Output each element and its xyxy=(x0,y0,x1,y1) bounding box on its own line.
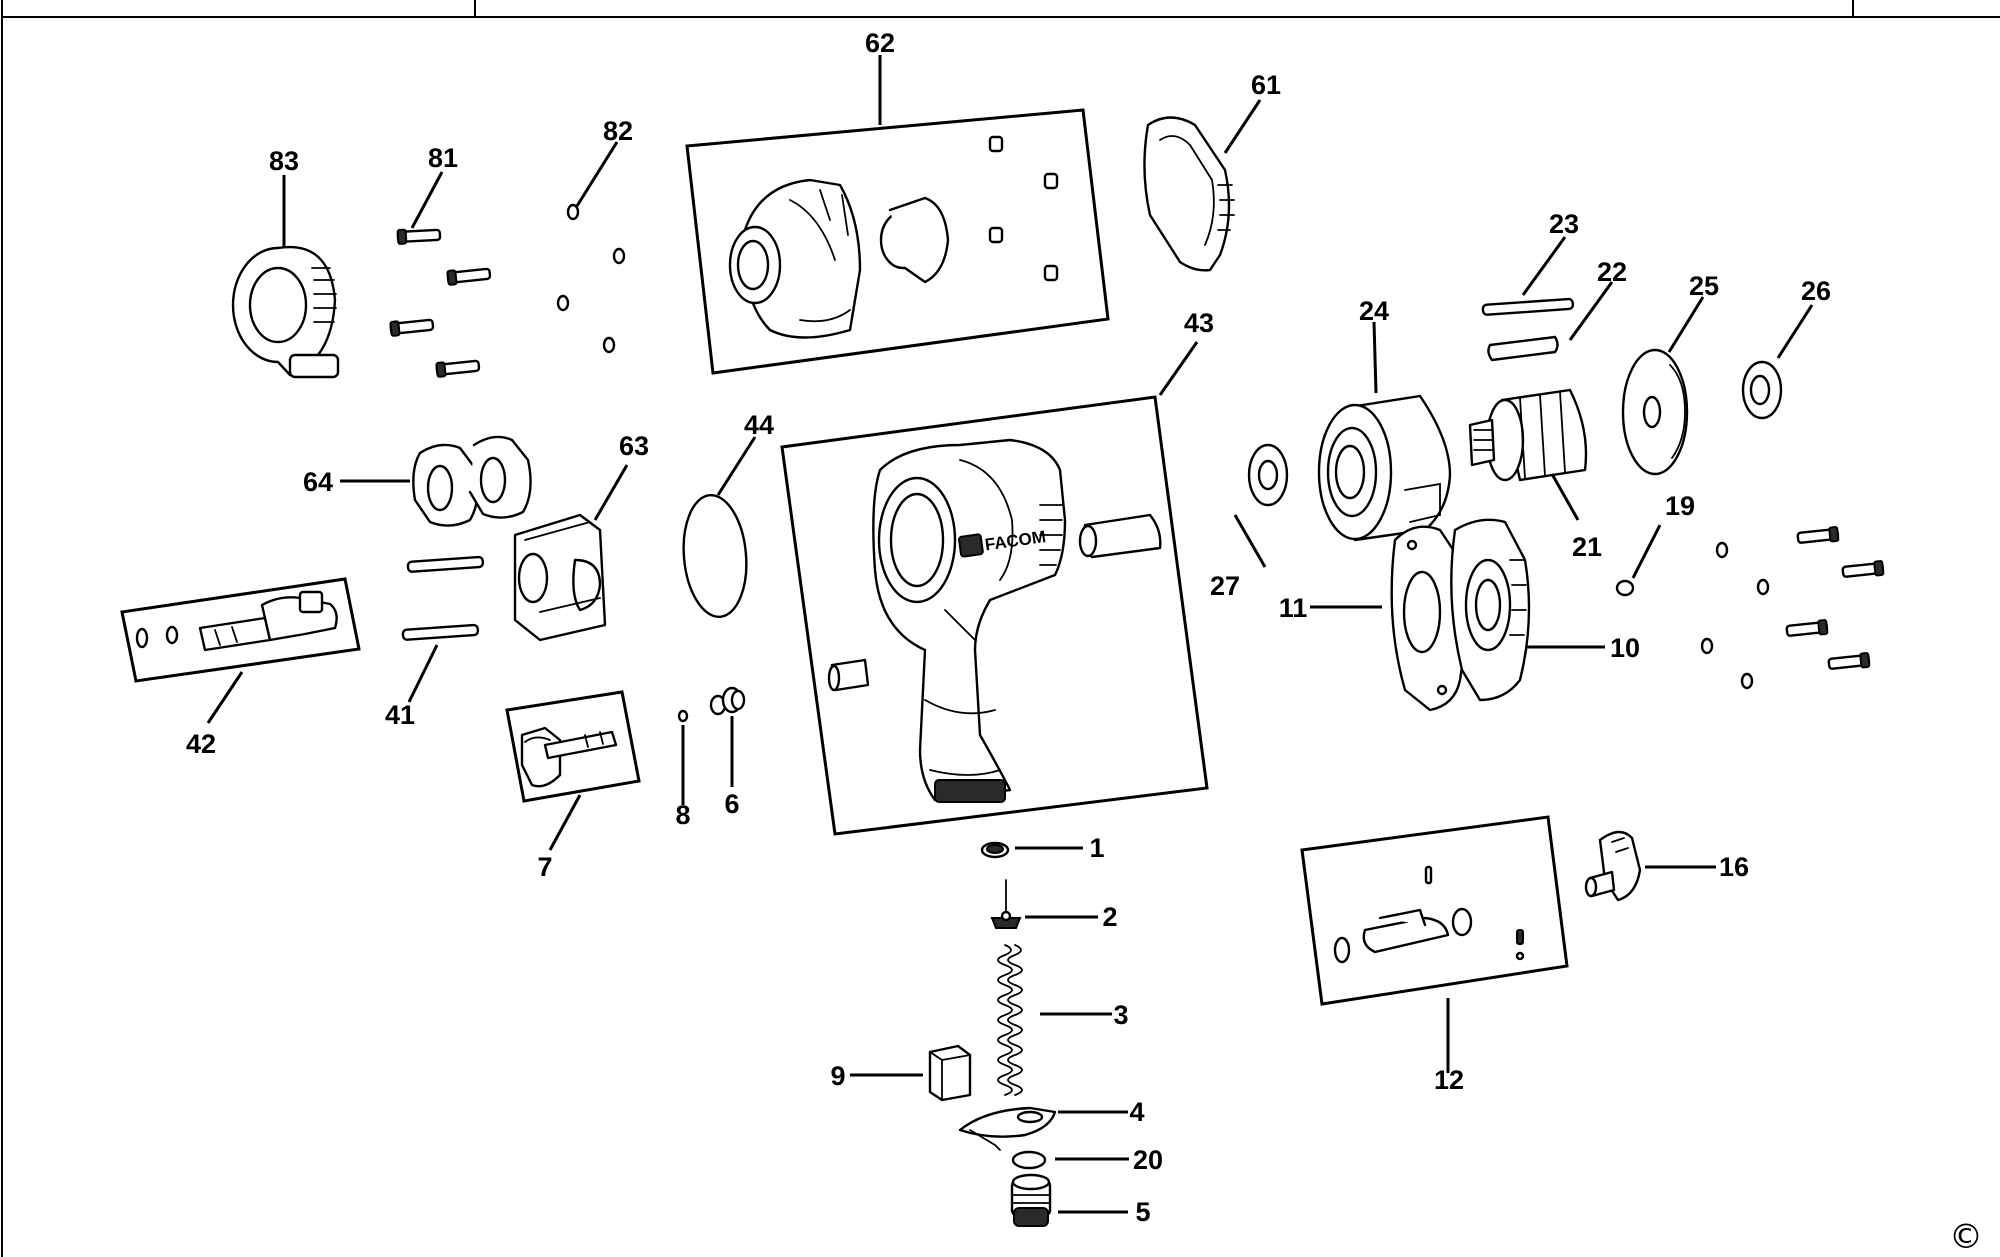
callout-5: 5 xyxy=(1135,1197,1150,1227)
part-25-end-plate xyxy=(1621,348,1689,476)
part-4-plate xyxy=(958,1106,1057,1151)
part-83-front-cover xyxy=(231,245,340,379)
callout-61: 63 xyxy=(619,431,649,461)
callout-12: 12 xyxy=(1434,1065,1464,1095)
part-82-washers xyxy=(556,203,626,354)
callout-64: 42 xyxy=(186,729,216,759)
box-12 xyxy=(1300,815,1569,1006)
part-12-valve-kit xyxy=(1333,865,1525,964)
box-43 xyxy=(685,108,1110,375)
callout-63: 41 xyxy=(385,700,415,730)
callout-44: 44 xyxy=(744,410,774,440)
part-26-bearing xyxy=(1741,360,1783,420)
leader-lines xyxy=(206,55,1814,1214)
callout-20: 20 xyxy=(1133,1145,1163,1175)
box-64 xyxy=(120,577,361,683)
callout-2: 2 xyxy=(1102,902,1117,932)
part-44-o-ring xyxy=(682,493,748,619)
callout-11: 11 xyxy=(1279,593,1308,623)
callout-19: 19 xyxy=(1665,491,1695,521)
callout-9: 9 xyxy=(830,1061,845,1091)
callout-27: 27 xyxy=(1210,571,1240,601)
part-7-reverse-valve xyxy=(520,726,618,788)
callout-1: 1 xyxy=(1089,833,1104,863)
box-41 xyxy=(780,395,1209,836)
callout-16: 16 xyxy=(1719,852,1749,882)
part-23-pin xyxy=(1481,297,1575,316)
back-cover-screws xyxy=(1700,526,1885,690)
part-10-back-cover xyxy=(1450,518,1531,702)
part-24-cylinder xyxy=(1317,394,1452,542)
callout-24: 24 xyxy=(1359,296,1389,326)
part-2-valve-stem xyxy=(990,879,1022,929)
callout-25: 25 xyxy=(1689,271,1719,301)
part-1-seal-cap xyxy=(980,841,1010,859)
callout-26: 26 xyxy=(1801,276,1831,306)
callout-83: 83 xyxy=(269,146,299,176)
part-16-reverse-knob xyxy=(1584,830,1642,902)
part-8-ball xyxy=(677,709,689,723)
part-64-anvil xyxy=(135,590,338,652)
part-21-rotor xyxy=(1468,388,1588,482)
callout-22: 22 xyxy=(1597,257,1627,287)
part-81-screws xyxy=(389,228,492,378)
part-27-spacer xyxy=(1247,443,1289,507)
callout-6: 6 xyxy=(724,789,739,819)
part-63-pins xyxy=(401,555,485,641)
part-20-o-ring xyxy=(1011,1150,1047,1170)
part-3-spring xyxy=(997,944,1023,1096)
box-7 xyxy=(505,690,641,803)
callout-42: 61 xyxy=(1251,70,1281,100)
part-43-hammer-case xyxy=(728,135,1059,339)
part-5-air-inlet xyxy=(1010,1173,1052,1227)
callout-81: 81 xyxy=(428,143,458,173)
part-41-main-housing: FACOM xyxy=(827,438,1162,803)
copyright-symbol: © xyxy=(1949,1217,1983,1257)
part-22-vane xyxy=(1487,335,1559,362)
callout-7: 7 xyxy=(537,852,552,882)
callout-43: 62 xyxy=(865,28,895,58)
callout-21: 21 xyxy=(1572,532,1602,562)
callout-8: 8 xyxy=(675,800,690,830)
part-19-muffler xyxy=(1615,579,1635,597)
callout-labels: 62 61 82 81 83 23 22 24 25 26 43 64 63 4… xyxy=(186,28,1831,1227)
callout-23: 23 xyxy=(1549,209,1579,239)
part-9-filter-block xyxy=(928,1044,972,1102)
part-11-gasket xyxy=(1390,525,1467,712)
part-6-seal xyxy=(709,686,746,716)
callout-41: 43 xyxy=(1184,308,1214,338)
callout-10: 10 xyxy=(1610,633,1640,663)
part-61-cage xyxy=(513,513,607,642)
part-62-hammers xyxy=(412,435,532,527)
callout-3: 3 xyxy=(1113,1000,1128,1030)
part-42-gasket xyxy=(1143,116,1235,272)
callout-4: 4 xyxy=(1129,1097,1144,1127)
callout-62: 64 xyxy=(303,467,333,497)
callout-82: 82 xyxy=(603,116,633,146)
